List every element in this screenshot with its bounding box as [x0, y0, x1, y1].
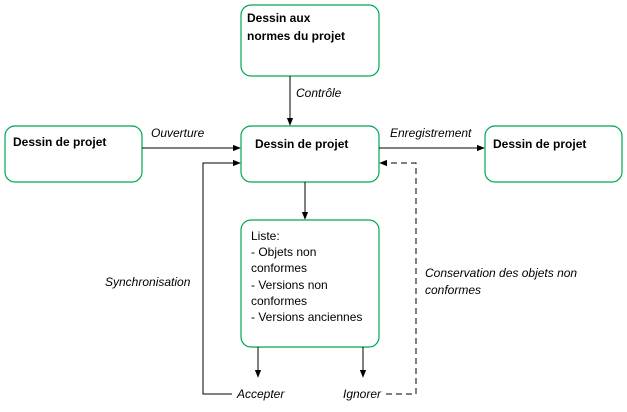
node-list-line: - Versions anciennes: [251, 310, 362, 324]
node-current-drawing-label: Dessin de projet: [255, 137, 348, 151]
node-list-line: conformes: [251, 261, 307, 275]
node-list-line: - Objets non: [251, 245, 316, 259]
node-current-drawing: Dessin de projet: [240, 125, 380, 183]
node-standards-drawing: Dessin aux normes du projet: [240, 4, 380, 77]
edge-control-label: Contrôle: [296, 86, 342, 100]
node-source-drawing-label: Dessin de projet: [13, 135, 106, 149]
action-accept-label: Accepter: [236, 387, 285, 401]
node-source-drawing-box: [4, 125, 143, 183]
edge-keep-label-line-1: Conservation des objets non: [425, 266, 577, 280]
node-list-line: Liste:: [251, 229, 280, 243]
edge-save-label: Enregistrement: [390, 126, 472, 140]
node-list-line: - Versions non: [251, 278, 328, 292]
node-list-line: conformes: [251, 294, 307, 308]
edge-sync-label: Synchronisation: [105, 275, 191, 289]
node-saved-drawing-box: [484, 125, 623, 183]
edge-keep-arrow: [379, 159, 417, 395]
action-ignore-label: Ignorer: [343, 387, 382, 401]
node-saved-drawing-label: Dessin de projet: [493, 137, 586, 151]
edge-sync-arrow: [202, 159, 241, 395]
node-standards-drawing-line-2: normes du projet: [247, 29, 345, 43]
node-current-drawing-box: [240, 125, 380, 183]
node-list-box: [240, 219, 380, 348]
edge-open-label: Ouverture: [151, 126, 205, 140]
edge-keep-label-line-2: conformes: [425, 283, 481, 297]
node-saved-drawing: Dessin de projet: [484, 125, 623, 183]
node-standards-drawing-box: [240, 4, 380, 77]
node-list: Liste: - Objets non conformes - Versions…: [240, 219, 380, 348]
node-standards-drawing-line-1: Dessin aux: [247, 11, 311, 25]
node-source-drawing: Dessin de projet: [4, 125, 143, 183]
